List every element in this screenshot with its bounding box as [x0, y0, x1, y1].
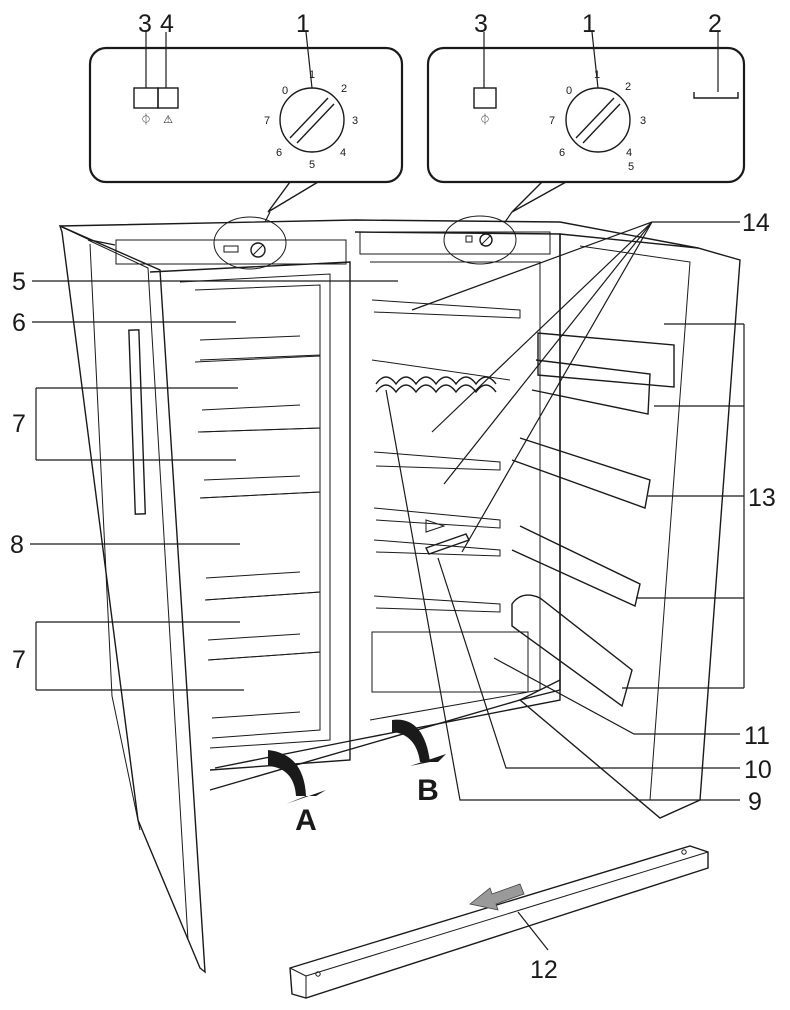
rotation-arrow-b [392, 719, 446, 766]
warning-icon: ⚠ [163, 114, 173, 126]
svg-text:1: 1 [309, 69, 315, 81]
svg-text:6: 6 [276, 147, 282, 159]
left-control-inset: ⏀ ⚠ 0 1 2 3 4 5 6 7 [88, 31, 404, 213]
label-7-upper: 7 [12, 410, 26, 438]
fridge-door [511, 233, 741, 819]
power-symbol-right: ⏀ [480, 112, 491, 126]
svg-text:3: 3 [640, 115, 646, 127]
label-10: 10 [744, 756, 772, 784]
svg-text:2: 2 [625, 81, 631, 93]
label-12: 12 [530, 956, 558, 984]
label-5: 5 [12, 268, 26, 296]
svg-text:5: 5 [628, 161, 634, 173]
callout-labels: 3 4 1 3 1 2 5 6 7 8 7 14 13 11 10 9 12 [10, 10, 776, 984]
rotation-arrow-a [268, 750, 326, 804]
label-13: 13 [748, 484, 776, 512]
label-9: 9 [748, 788, 762, 816]
base-trim [289, 845, 709, 999]
freezer-drawers [194, 284, 321, 739]
label-3-left: 3 [138, 10, 152, 38]
label-1-right: 1 [582, 10, 596, 38]
svg-text:4: 4 [626, 147, 632, 159]
arrow-label-a: A [295, 804, 317, 837]
svg-text:7: 7 [264, 115, 270, 127]
svg-text:3: 3 [352, 115, 358, 127]
insert-arrow [469, 883, 525, 911]
power-symbol: ⏀ [141, 112, 152, 126]
power-switch-box-right [473, 87, 497, 109]
svg-text:2: 2 [341, 83, 347, 95]
wine-rack [375, 376, 497, 394]
fridge-shelves [371, 299, 529, 693]
svg-text:0: 0 [566, 85, 572, 97]
svg-text:0: 0 [282, 85, 288, 97]
warning-light-box [157, 87, 179, 109]
indicator-bracket [693, 92, 739, 99]
svg-text:4: 4 [340, 147, 346, 159]
arrow-label-b: B [417, 774, 439, 807]
svg-text:6: 6 [559, 147, 565, 159]
crisper-drawer [371, 631, 529, 693]
freezer-handle [128, 329, 147, 515]
label-11: 11 [744, 722, 770, 750]
label-1-left: 1 [296, 10, 310, 38]
label-14: 14 [742, 209, 770, 237]
freezer-door [58, 224, 206, 974]
svg-text:7: 7 [549, 115, 555, 127]
label-3-right: 3 [474, 10, 488, 38]
right-control-inset: ⏀ 0 1 2 3 4 5 6 7 [426, 31, 746, 213]
svg-text:5: 5 [309, 159, 315, 171]
label-8: 8 [10, 531, 24, 559]
top-controls [115, 215, 551, 270]
label-4: 4 [160, 10, 174, 38]
label-7-lower: 7 [12, 646, 26, 674]
callout-leaders [30, 211, 745, 951]
door-bin-1 [537, 332, 675, 388]
label-6: 6 [12, 309, 26, 337]
label-2: 2 [708, 10, 722, 38]
